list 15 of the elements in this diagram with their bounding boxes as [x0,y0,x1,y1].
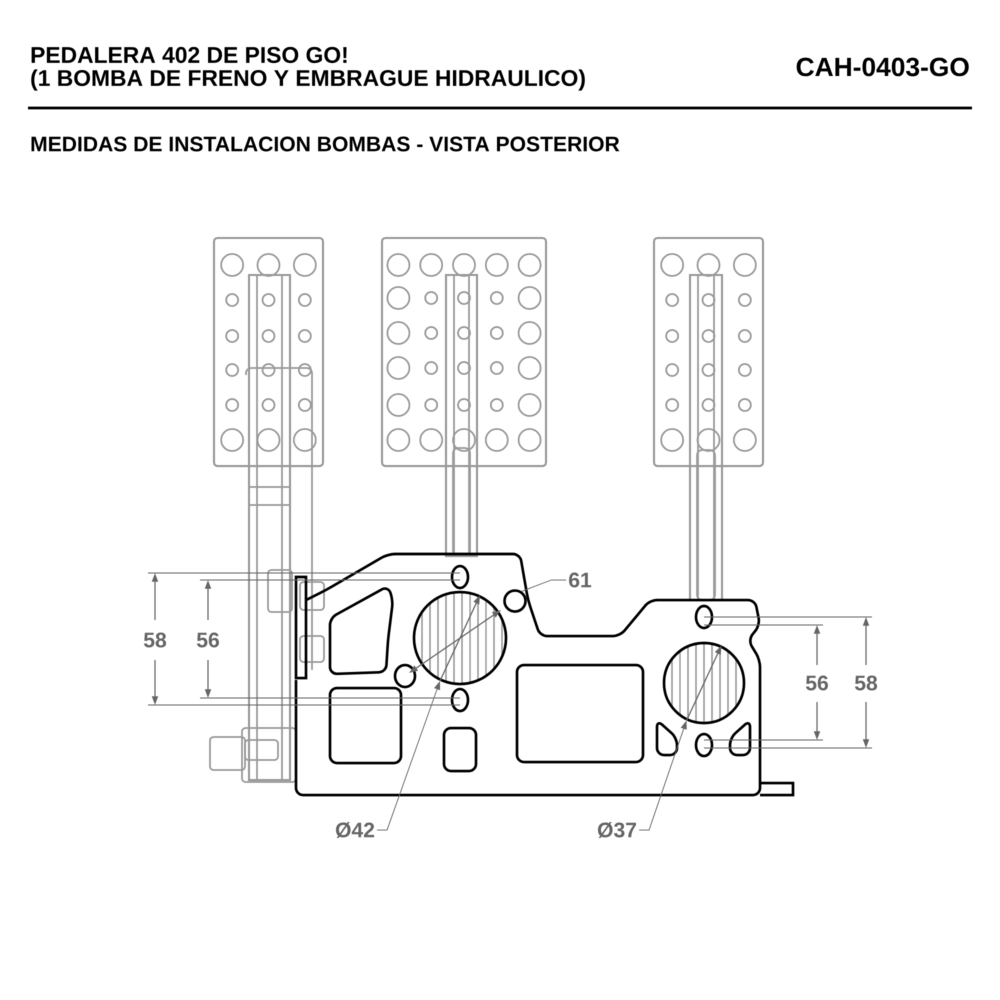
dimension-label: 56 [806,676,828,690]
dimension-label: Ø37 [598,822,636,838]
subtitle: (1 BOMBA DE FRENO Y EMBRAGUE HIDRAULICO) [31,69,585,91]
dimension-label: 56 [196,632,219,648]
bolt-hole [503,589,527,613]
bore-circle [412,590,508,686]
title: PEDALERA 402 DE PISO GO! [32,46,347,64]
dimension-label: 61 [569,572,592,588]
part-number: CAH-0403-GO [796,58,969,76]
section-heading: MEDIDAS DE INSTALACION BOMBAS - VISTA POSTERIOR [32,136,620,152]
bore-circle [662,642,746,724]
dimension-label: 58 [854,676,878,690]
dimension-label: 58 [144,632,166,648]
dimension-label: Ø42 [336,822,374,838]
leader-line [521,580,567,592]
